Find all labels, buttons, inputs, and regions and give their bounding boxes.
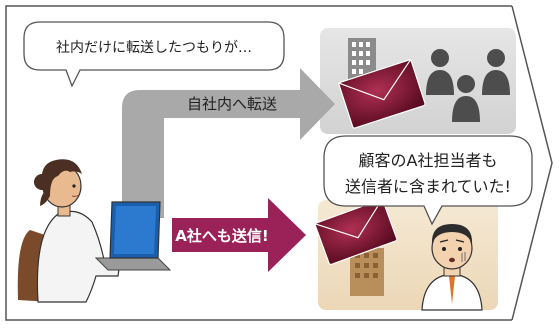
people-icon [426, 49, 510, 122]
speech-bubble-right-line1: 顧客のA社担当者も [359, 151, 498, 170]
external-send-label: A社へも送信! [175, 227, 268, 245]
woman-at-laptop [17, 159, 135, 303]
speech-bubble-top: 社内だけに転送したつもりが… [23, 21, 285, 88]
speech-bubble-top-text: 社内だけに転送したつもりが… [56, 40, 252, 56]
speech-bubble-right-line2: 送信者に含まれていた! [345, 177, 511, 196]
external-send-arrow [172, 198, 306, 272]
internal-forward-arrow [122, 68, 335, 218]
envelope-icon [314, 198, 398, 266]
speech-bubble-right: 顧客のA社担当者も 送信者に含まれていた! [323, 135, 533, 226]
internal-forward-label: 自社内へ転送 [187, 95, 277, 113]
surprised-man [421, 224, 483, 311]
envelope-icon [338, 59, 426, 129]
laptop-icon [94, 201, 172, 271]
outer-frame [5, 5, 553, 321]
